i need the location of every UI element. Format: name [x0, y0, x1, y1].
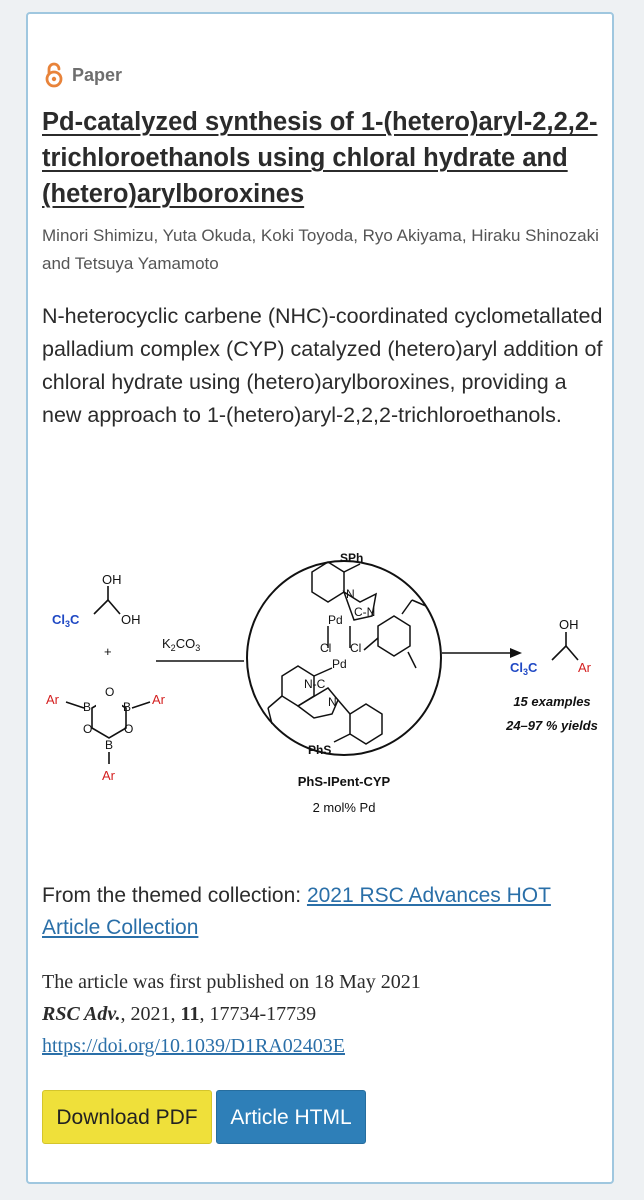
chloral-hydrate-structure: OH Cl3C OH +	[52, 572, 141, 659]
aryl-label-bottom: Ar	[102, 768, 116, 783]
boroxine-o-left: O	[83, 722, 92, 736]
published-date: The article was first published on 18 Ma…	[42, 971, 421, 993]
carbene-label-top: C-N	[354, 605, 375, 619]
aryl-label-right: Ar	[152, 692, 166, 707]
themed-collection: From the themed collection: 2021 RSC Adv…	[42, 880, 607, 944]
publication-info: The article was first published on 18 Ma…	[42, 966, 607, 1062]
thioether-label-bottom: PhS	[308, 743, 331, 757]
citation-pages: , 17734-17739	[199, 1003, 317, 1025]
boroxine-b-bottom: B	[105, 738, 113, 752]
article-card: Paper Pd-catalyzed synthesis of 1-(heter…	[26, 12, 614, 1184]
trichloromethyl-label: Cl3C	[52, 612, 80, 629]
author-list: Minori Shimizu, Yuta Okuda, Koki Toyoda,…	[42, 226, 599, 273]
catalyst-name: PhS-IPent-CYP	[298, 774, 391, 789]
graphical-abstract: OH Cl3C OH + O B B O O B Ar Ar Ar	[32, 528, 610, 828]
carbene-label-bottom: N-C	[304, 677, 326, 691]
base-reagent-label: K2CO3	[162, 636, 200, 653]
boroxine-o-right: O	[124, 722, 133, 736]
nitrogen-label-top: N	[346, 587, 355, 601]
catalyst-circle	[246, 560, 442, 756]
boroxine-b-right: B	[123, 700, 131, 714]
article-type-label: Paper	[72, 64, 123, 85]
product-aryl-label: Ar	[578, 660, 592, 675]
doi-link[interactable]: https://doi.org/10.1039/D1RA02403E	[42, 1035, 345, 1057]
arylboroxine-structure: O B B O O B Ar Ar Ar	[46, 685, 166, 783]
boroxine-o-top: O	[105, 685, 114, 699]
aryl-label-left: Ar	[46, 692, 60, 707]
journal-name: RSC Adv.	[42, 1003, 121, 1025]
palladium-label-top: Pd	[328, 613, 343, 627]
catalyst-structure	[267, 561, 427, 745]
chloride-bridge-right: Cl	[350, 641, 361, 655]
citation-volume: 11	[180, 1003, 200, 1025]
citation-year: , 2021,	[120, 1003, 181, 1025]
collection-link[interactable]: 2021 RSC Advances HOT Article Collection	[42, 884, 551, 939]
product-trichloromethyl-label: Cl3C	[510, 660, 538, 677]
download-pdf-button[interactable]: Download PDF	[42, 1090, 212, 1144]
article-type-badge: Paper	[44, 62, 122, 88]
open-access-lock-icon	[45, 62, 63, 88]
product-structure: OH Cl3C Ar 15 examples 24–97 % yields	[505, 617, 598, 733]
thioether-label-top: SPh	[340, 551, 363, 565]
palladium-label-bottom: Pd	[332, 657, 347, 671]
article-title[interactable]: Pd-catalyzed synthesis of 1-(hetero)aryl…	[42, 108, 598, 208]
yield-range: 24–97 % yields	[505, 718, 598, 733]
nitrogen-label-bottom: N	[328, 695, 337, 709]
article-html-button[interactable]: Article HTML	[216, 1090, 366, 1144]
collection-prefix: From the themed collection:	[42, 884, 307, 907]
catalyst-loading: 2 mol% Pd	[313, 800, 376, 815]
arrowhead-icon	[510, 648, 522, 658]
hydroxyl-label: OH	[102, 572, 122, 587]
citation-line: RSC Adv., 2021, 11, 17734-17739	[42, 998, 607, 1030]
hydroxyl-label-2: OH	[121, 612, 141, 627]
chloride-bridge-left: Cl	[320, 641, 331, 655]
example-count: 15 examples	[513, 694, 590, 709]
plus-sign: +	[104, 644, 112, 659]
boroxine-b-left: B	[83, 700, 91, 714]
product-hydroxyl-label: OH	[559, 617, 579, 632]
abstract-text: N-heterocyclic carbene (NHC)-coordinated…	[42, 304, 603, 427]
